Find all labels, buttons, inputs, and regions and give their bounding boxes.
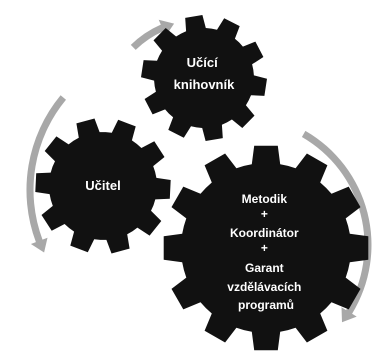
gear-ucitel-label: Učitel [85,178,120,193]
arrow-top [130,19,175,50]
gear-ucici-knihovnik-label: Učící knihovník [174,55,235,92]
gear-label-line: + [261,241,268,255]
gear-metodik-shape [163,145,369,351]
cycle-arrows [26,19,372,323]
gear-label-line: Metodik [242,192,288,206]
gear-metodik-koordinator-garant: Metodik + Koordinátor + Garant vzdělávac… [163,145,369,351]
gear-label-line: knihovník [174,77,235,92]
gear-ucici-knihovnik-shape [141,15,267,141]
gear-label-line: Učitel [85,178,120,193]
gear-label-line: Koordinátor [230,226,299,240]
gear-label-line: + [261,207,268,221]
gear-label-line: programů [238,298,294,312]
gear-ucitel: Učitel [35,118,171,254]
gear-metodik-label: Metodik + Koordinátor + Garant vzdělávac… [227,192,304,312]
arrow-left [26,95,66,253]
gear-ucici-knihovnik: Učící knihovník [141,15,267,141]
gear-label-line: Učící [187,55,218,70]
gear-label-line: Garant [245,261,284,275]
gear-label-line: vzdělávacích [227,280,301,294]
gear-ucitel-shape [35,118,171,254]
